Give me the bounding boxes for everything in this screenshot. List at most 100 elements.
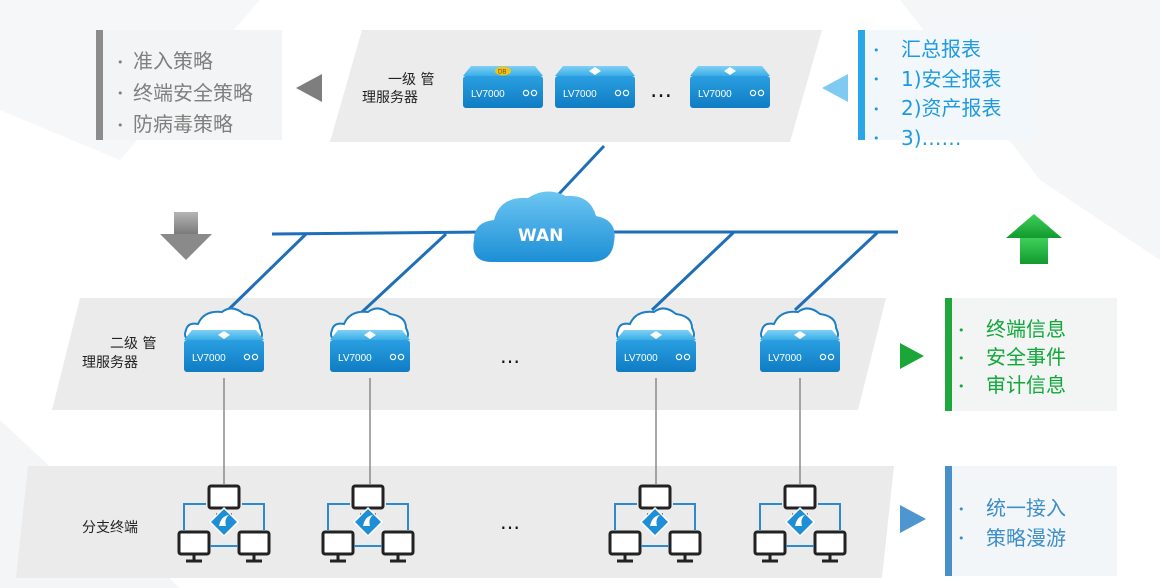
led-icon bbox=[243, 353, 251, 361]
report-box: • 汇总报表 • 1)安全报表 •2)资产报表 • 3)…… bbox=[858, 30, 1035, 150]
cloud-server-icon: LV7000 bbox=[760, 307, 840, 372]
report-item-security: 1)安全报表 bbox=[901, 66, 1002, 91]
server-icon: LV7000 bbox=[184, 330, 264, 372]
db-badge-icon bbox=[495, 66, 511, 76]
level1-ellipsis: … bbox=[650, 78, 672, 103]
arrow-up-icon bbox=[1006, 214, 1062, 264]
server-icon: LV7000 bbox=[690, 66, 770, 108]
policy-item-antivirus: 防病毒策略 bbox=[133, 112, 233, 136]
branch-ellipsis: … bbox=[500, 510, 520, 534]
brand-logo-icon bbox=[724, 67, 736, 75]
server-icon: LV7000 bbox=[555, 66, 635, 108]
server-model-label: LV7000 bbox=[698, 89, 732, 100]
led-icon bbox=[614, 89, 622, 97]
bullet-icon: • bbox=[958, 352, 965, 365]
led-icon bbox=[819, 353, 827, 361]
server-icon: LV7000 bbox=[616, 330, 696, 372]
server-model-label: LV7000 bbox=[563, 89, 597, 100]
led-icon bbox=[530, 89, 538, 97]
bullet-icon: • bbox=[958, 532, 965, 545]
terminal-group-icon bbox=[177, 484, 271, 563]
level2-ellipsis: … bbox=[500, 344, 520, 368]
security-shield-icon bbox=[639, 506, 671, 538]
monitor-icon bbox=[381, 530, 415, 563]
bullet-icon: • bbox=[117, 87, 124, 100]
arrow-right-icon bbox=[900, 343, 924, 369]
bullet-icon: • bbox=[117, 55, 124, 69]
level1-label-line1: 一级 管 bbox=[388, 72, 435, 88]
db-badge-label: DB bbox=[498, 70, 506, 76]
server-model-label: LV7000 bbox=[192, 353, 226, 364]
led-icon bbox=[675, 353, 683, 361]
bullet-icon: • bbox=[873, 132, 880, 145]
terminal-group-icon bbox=[753, 484, 847, 563]
arrow-down-icon bbox=[160, 212, 212, 260]
level2-label-line2: 理服务器 bbox=[82, 355, 138, 371]
bullet-icon: • bbox=[117, 118, 124, 132]
monitor-icon bbox=[753, 530, 787, 563]
wan-cloud-icon bbox=[473, 191, 615, 262]
brand-logo-icon bbox=[794, 331, 806, 339]
monitor-icon bbox=[321, 530, 355, 563]
info-item-endpoint: 终端信息 bbox=[986, 317, 1066, 341]
list-item: • 策略漫游 bbox=[958, 524, 1117, 554]
led-icon bbox=[251, 353, 259, 361]
access-item-roaming: 策略漫游 bbox=[986, 525, 1066, 550]
cloud-server-icon: LV7000 bbox=[616, 307, 696, 372]
report-item-asset: 2)资产报表 bbox=[901, 96, 1002, 120]
list-item: • 审计信息 bbox=[958, 372, 1117, 400]
brand-logo-icon bbox=[218, 331, 230, 339]
arrow-left-icon bbox=[822, 74, 848, 102]
access-item-unified: 统一接入 bbox=[986, 496, 1066, 520]
cloud-server-icon: LV7000 bbox=[184, 307, 264, 372]
bullet-icon: • bbox=[873, 43, 880, 57]
arrow-left-icon bbox=[296, 74, 322, 102]
bullet-icon: • bbox=[958, 502, 965, 516]
policy-item-access: 准入策略 bbox=[133, 49, 213, 73]
list-item: • 汇总报表 bbox=[873, 35, 1035, 65]
arrow-right-icon bbox=[900, 505, 926, 533]
brand-logo-icon bbox=[589, 67, 601, 75]
list-item: • 准入策略 bbox=[117, 46, 282, 78]
bullet-icon: • bbox=[958, 324, 965, 337]
led-icon bbox=[622, 89, 630, 97]
info-item-security-event: 安全事件 bbox=[986, 345, 1066, 369]
led-icon bbox=[827, 353, 835, 361]
list-item: • 3)…… bbox=[873, 124, 1035, 154]
led-icon bbox=[749, 89, 757, 97]
brand-logo-icon bbox=[364, 331, 376, 339]
server-icon: LV7000 bbox=[330, 330, 410, 372]
access-box: • 统一接入 • 策略漫游 bbox=[945, 466, 1117, 576]
branch-label: 分支终端 bbox=[82, 520, 138, 536]
report-item-summary: 汇总报表 bbox=[901, 37, 981, 61]
security-shield-icon bbox=[352, 506, 384, 538]
cloud-server-icon: LV7000 bbox=[330, 307, 410, 372]
wan-lines bbox=[224, 144, 898, 314]
report-item-more: 3)…… bbox=[901, 125, 962, 150]
terminal-group-icon bbox=[321, 484, 415, 563]
server-model-label: LV7000 bbox=[338, 353, 372, 364]
wan-label: WAN bbox=[518, 226, 564, 246]
led-icon bbox=[683, 353, 691, 361]
led-icon bbox=[522, 89, 530, 97]
monitor-icon bbox=[177, 530, 211, 563]
led-icon bbox=[757, 89, 765, 97]
list-item: • 安全事件 bbox=[958, 344, 1117, 372]
led-icon bbox=[389, 353, 397, 361]
policy-box: • 准入策略 • 终端安全策略 • 防病毒策略 bbox=[96, 30, 282, 140]
server-icon: LV7000 bbox=[760, 330, 840, 372]
list-item: •2)资产报表 bbox=[873, 94, 1035, 124]
monitor-icon bbox=[813, 530, 847, 563]
security-shield-icon bbox=[784, 506, 816, 538]
policy-item-endpoint-security: 终端安全策略 bbox=[133, 80, 253, 105]
server-model-label: LV7000 bbox=[768, 353, 802, 364]
info-item-audit: 审计信息 bbox=[986, 373, 1066, 397]
brand-logo-icon bbox=[650, 331, 662, 339]
bullet-icon: • bbox=[958, 380, 965, 393]
list-item: • 终端信息 bbox=[958, 316, 1117, 344]
level1-label-line2: 理服务器 bbox=[362, 90, 418, 106]
terminal-group-icon bbox=[608, 484, 702, 563]
monitor-icon bbox=[608, 530, 642, 563]
monitor-icon bbox=[237, 530, 271, 563]
list-item: • 防病毒策略 bbox=[117, 109, 282, 141]
